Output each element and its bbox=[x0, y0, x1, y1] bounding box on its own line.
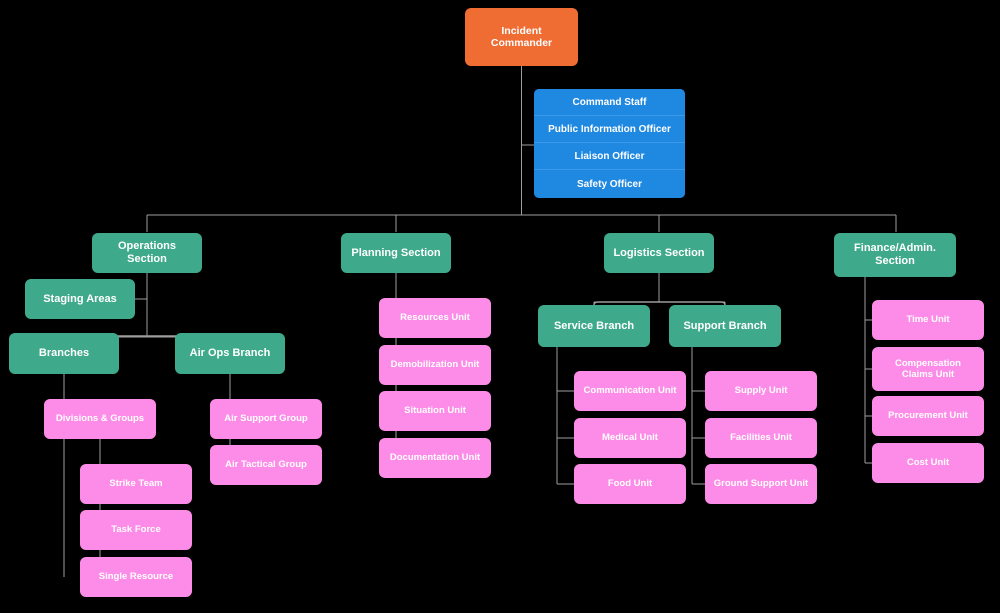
node-branches[interactable]: Branches bbox=[9, 333, 119, 374]
node-divisions-groups[interactable]: Divisions & Groups bbox=[44, 399, 156, 439]
staff-row-liaison-officer[interactable]: Liaison Officer bbox=[534, 143, 685, 170]
node-strike-team[interactable]: Strike Team bbox=[80, 464, 192, 504]
node-cost-unit[interactable]: Cost Unit bbox=[872, 443, 984, 483]
node-single-resource[interactable]: Single Resource bbox=[80, 557, 192, 597]
node-finance-admin-section[interactable]: Finance/Admin. Section bbox=[834, 233, 956, 277]
node-task-force[interactable]: Task Force bbox=[80, 510, 192, 550]
node-communication-unit[interactable]: Communication Unit bbox=[574, 371, 686, 411]
node-resources-unit[interactable]: Resources Unit bbox=[379, 298, 491, 338]
node-staging-areas[interactable]: Staging Areas bbox=[25, 279, 135, 319]
staff-row-safety-officer[interactable]: Safety Officer bbox=[534, 170, 685, 198]
node-supply-unit[interactable]: Supply Unit bbox=[705, 371, 817, 411]
node-logistics-section[interactable]: Logistics Section bbox=[604, 233, 714, 273]
node-ground-support-unit[interactable]: Ground Support Unit bbox=[705, 464, 817, 504]
node-documentation-unit[interactable]: Documentation Unit bbox=[379, 438, 491, 478]
node-medical-unit[interactable]: Medical Unit bbox=[574, 418, 686, 458]
staff-row-public-information-officer[interactable]: Public Information Officer bbox=[534, 116, 685, 143]
node-service-branch[interactable]: Service Branch bbox=[538, 305, 650, 347]
node-food-unit[interactable]: Food Unit bbox=[574, 464, 686, 504]
node-compensation-claims-unit[interactable]: Compensation Claims Unit bbox=[872, 347, 984, 391]
node-situation-unit[interactable]: Situation Unit bbox=[379, 391, 491, 431]
node-air-ops-branch[interactable]: Air Ops Branch bbox=[175, 333, 285, 374]
node-air-tactical-group[interactable]: Air Tactical Group bbox=[210, 445, 322, 485]
node-air-support-group[interactable]: Air Support Group bbox=[210, 399, 322, 439]
staff-row-command-staff[interactable]: Command Staff bbox=[534, 89, 685, 116]
node-operations-section[interactable]: Operations Section bbox=[92, 233, 202, 273]
node-support-branch[interactable]: Support Branch bbox=[669, 305, 781, 347]
node-demobilization-unit[interactable]: Demobilization Unit bbox=[379, 345, 491, 385]
node-procurement-unit[interactable]: Procurement Unit bbox=[872, 396, 984, 436]
node-planning-section[interactable]: Planning Section bbox=[341, 233, 451, 273]
node-facilities-unit[interactable]: Facilities Unit bbox=[705, 418, 817, 458]
command-staff-stack: Command Staff Public Information Officer… bbox=[534, 89, 685, 198]
node-incident-commander[interactable]: Incident Commander bbox=[465, 8, 578, 66]
node-time-unit[interactable]: Time Unit bbox=[872, 300, 984, 340]
